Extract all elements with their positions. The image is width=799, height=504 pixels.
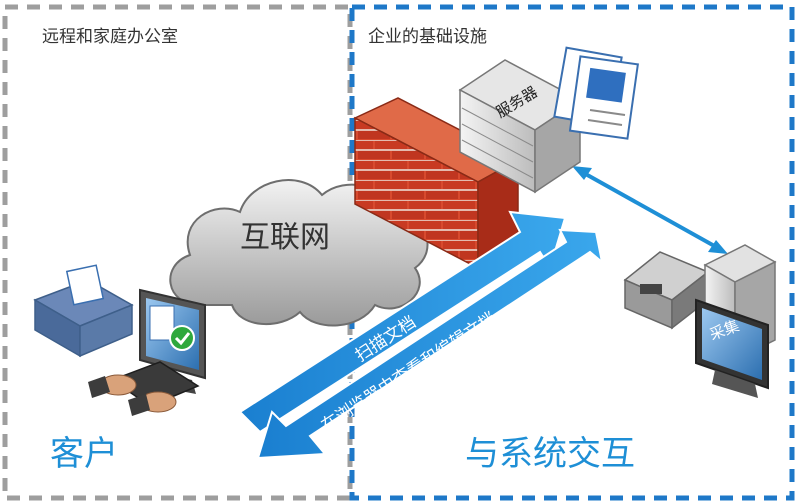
view-edit-documents-arrow[interactable]: [256, 228, 604, 460]
typing-hands-icon: [88, 374, 177, 416]
server-capture-double-arrow: [572, 166, 728, 254]
server-icon: [458, 59, 582, 194]
checkmark-icon: [169, 325, 195, 351]
enterprise-title: 企业的基础设施: [368, 27, 487, 47]
document-stack-icon: [553, 46, 639, 140]
internet-label: 互联网: [240, 220, 330, 255]
fax-machine-icon: [33, 264, 134, 358]
scan-documents-arrow[interactable]: [238, 210, 567, 434]
capture-monitor-icon: [695, 298, 769, 398]
client-label: 客户: [50, 434, 118, 474]
interact-with-system-label: 与系统交互: [465, 434, 635, 474]
remote-office-title: 远程和家庭办公室: [42, 27, 178, 47]
